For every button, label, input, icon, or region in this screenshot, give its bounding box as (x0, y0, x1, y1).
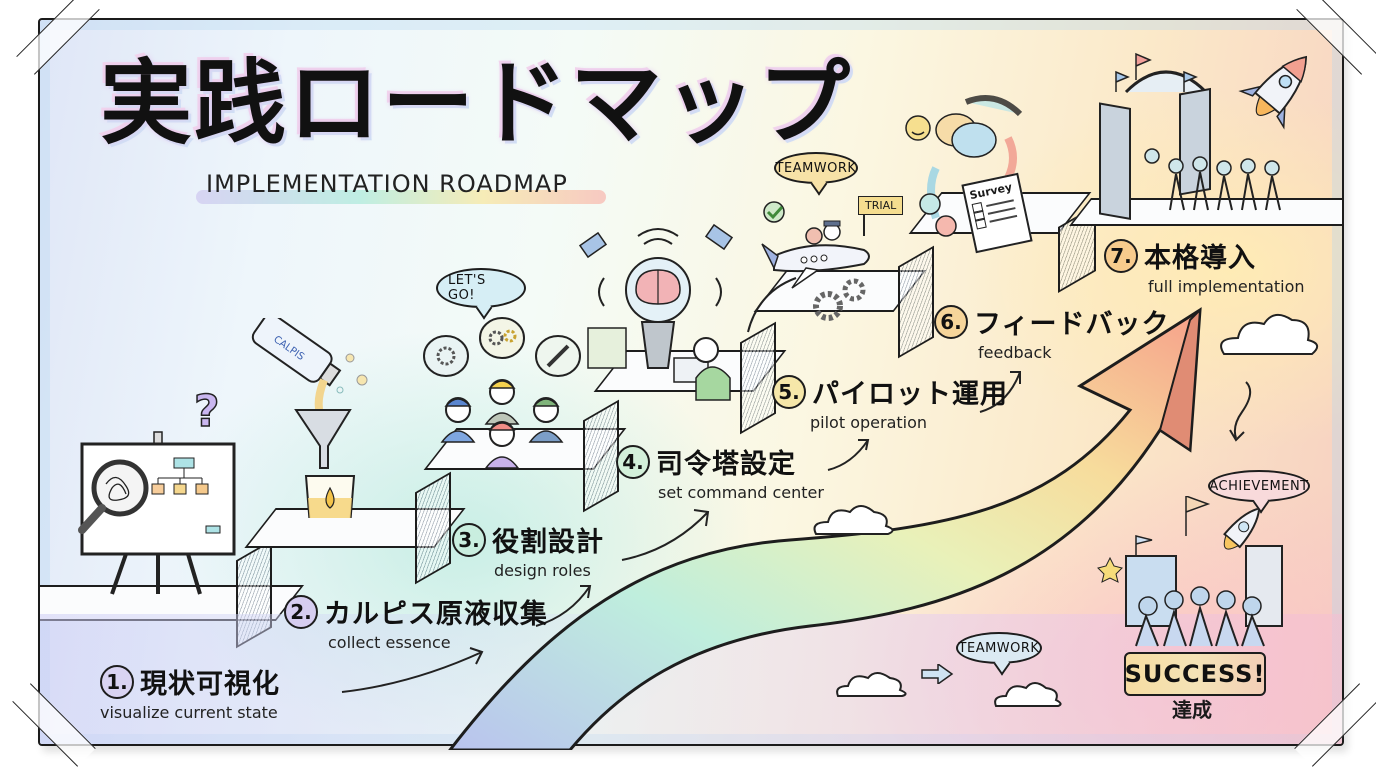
step-5-subtitle: pilot operation (810, 413, 928, 432)
calpis-funnel-beaker-icon: CALPIS (251, 318, 368, 518)
step-6-title: フィードバック (974, 309, 1170, 340)
step-4: 4. 司令塔設定 set command center (616, 442, 824, 502)
trial-flag: TRIAL (858, 196, 904, 215)
step-6-subtitle: feedback (978, 343, 1052, 362)
step-5: 5. パイロット運用 pilot operation (772, 372, 1008, 432)
step-6-badge: 6. (934, 304, 968, 339)
arrow-right-icon (921, 664, 954, 684)
step-2-subtitle: collect essence (328, 633, 451, 652)
progress-arrow-icon (448, 307, 1202, 750)
step-2-title: カルピス原液収集 (324, 599, 548, 630)
feedback-loop-icon (905, 95, 1023, 237)
cloud-icon-small (813, 505, 894, 535)
success-subtitle: 達成 (1172, 698, 1212, 722)
page-subtitle: IMPLEMENTATION ROADMAP (206, 170, 568, 198)
step-6: 6. フィードバック feedback (934, 302, 1169, 362)
step-7-subtitle: full implementation (1148, 277, 1305, 296)
step-arrow-3-icon (621, 509, 710, 561)
step-5-title: パイロット運用 (812, 379, 1008, 410)
cloud-icon-bottom-right (994, 682, 1062, 707)
cloud-icon (1220, 313, 1319, 355)
gate-rocket-crowd-icon (1099, 52, 1308, 220)
step-arrows-icon (341, 647, 484, 693)
step-7-badge: 7. (1104, 238, 1138, 273)
step-1: 1. 現状可視化 visualize current state (100, 662, 280, 722)
step-4-title: 司令塔設定 (656, 449, 796, 480)
step-1-badge: 1. (100, 664, 134, 699)
subtitle-highlight (196, 190, 606, 204)
subtitle-block: IMPLEMENTATION ROADMAP (196, 168, 606, 208)
cloud-icon-bottom-left (836, 672, 907, 697)
step-4-subtitle: set command center (658, 483, 824, 502)
step-arrow-4-icon (827, 439, 870, 471)
step-7-title: 本格導入 (1144, 243, 1256, 274)
svg-text:?: ? (194, 386, 220, 437)
command-tower-brain-icon (578, 223, 734, 401)
step-3: 3. 役割設計 design roles (452, 520, 604, 580)
team-roles-icon (423, 317, 581, 469)
step-2-badge: 2. (284, 594, 318, 629)
step-2: 2. カルピス原液収集 collect essence (284, 592, 548, 652)
step-1-subtitle: visualize current state (100, 703, 278, 722)
step-1-title: 現状可視化 (140, 669, 280, 700)
step-3-subtitle: design roles (494, 561, 591, 580)
step-5-badge: 5. (772, 374, 806, 409)
pilot-plane-icon (747, 196, 870, 333)
teamwork-bubble-top: TEAMWORK (774, 152, 858, 184)
achievement-bubble: ACHIEVEMENT (1208, 470, 1310, 502)
curly-arrow-down-icon (1229, 381, 1252, 442)
success-banner: SUCCESS! (1124, 652, 1266, 696)
step-3-title: 役割設計 (492, 527, 604, 558)
success-celebration-icon (1097, 496, 1283, 647)
lets-go-bubble: LET'S GO! (436, 268, 526, 308)
step-4-badge: 4. (616, 444, 650, 479)
teamwork-bubble-bottom: TEAMWORK (956, 632, 1042, 664)
step-3-badge: 3. (452, 522, 486, 557)
step-7: 7. 本格導入 full implementation (1104, 236, 1305, 296)
step-arrow-2-icon (535, 585, 592, 627)
step-arrow-5-icon (979, 371, 1021, 413)
easel-magnifier-icon: ? (78, 385, 236, 595)
survey-title: Survey (968, 180, 1014, 203)
page-title: 実践ロードマップ (100, 50, 853, 157)
